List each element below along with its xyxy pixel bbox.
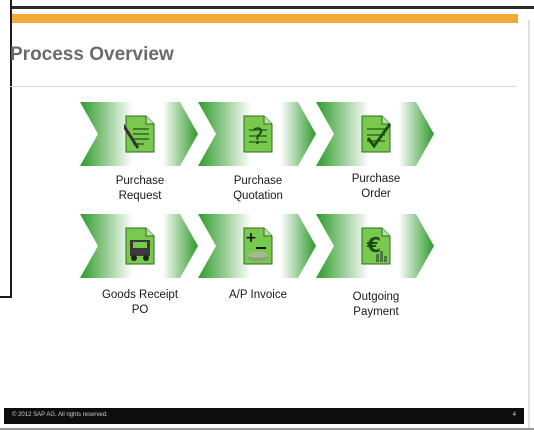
copyright-text: © 2012 SAP AG. All rights reserved. <box>12 412 108 418</box>
coins-document-icon: + <box>243 227 273 265</box>
step-chevron-purchase-quotation[interactable]: ? <box>198 102 316 166</box>
truck-document-icon <box>125 227 155 265</box>
pen-document-icon <box>124 115 155 153</box>
bottom-divider <box>0 428 534 430</box>
step-chevron-ap-invoice[interactable]: + <box>198 214 316 278</box>
step-chevron-purchase-request[interactable] <box>80 102 198 166</box>
step-label-ap-invoice: A/P Invoice <box>229 289 287 301</box>
top-divider <box>0 6 534 9</box>
euro-document-icon: € <box>361 227 391 265</box>
question-document-icon: ? <box>243 115 273 153</box>
window-frame-edge <box>0 0 12 298</box>
step-chevron-outgoing-payment[interactable]: € <box>316 214 434 278</box>
svg-text:+: + <box>245 230 257 246</box>
slide-right-edge <box>528 20 530 428</box>
title-divider <box>10 86 516 87</box>
svg-text:?: ? <box>252 125 264 150</box>
accent-bar <box>8 14 518 23</box>
slide-footer: © 2012 SAP AG. All rights reserved. 4 <box>4 408 524 424</box>
step-chevron-purchase-order[interactable] <box>316 102 434 166</box>
slide-title: Process Overview <box>10 44 174 65</box>
svg-text:€: € <box>366 233 381 257</box>
page-number: 4 <box>512 412 516 418</box>
checkmark-document-icon <box>361 115 392 153</box>
step-chevron-goods-receipt-po[interactable] <box>80 214 198 278</box>
